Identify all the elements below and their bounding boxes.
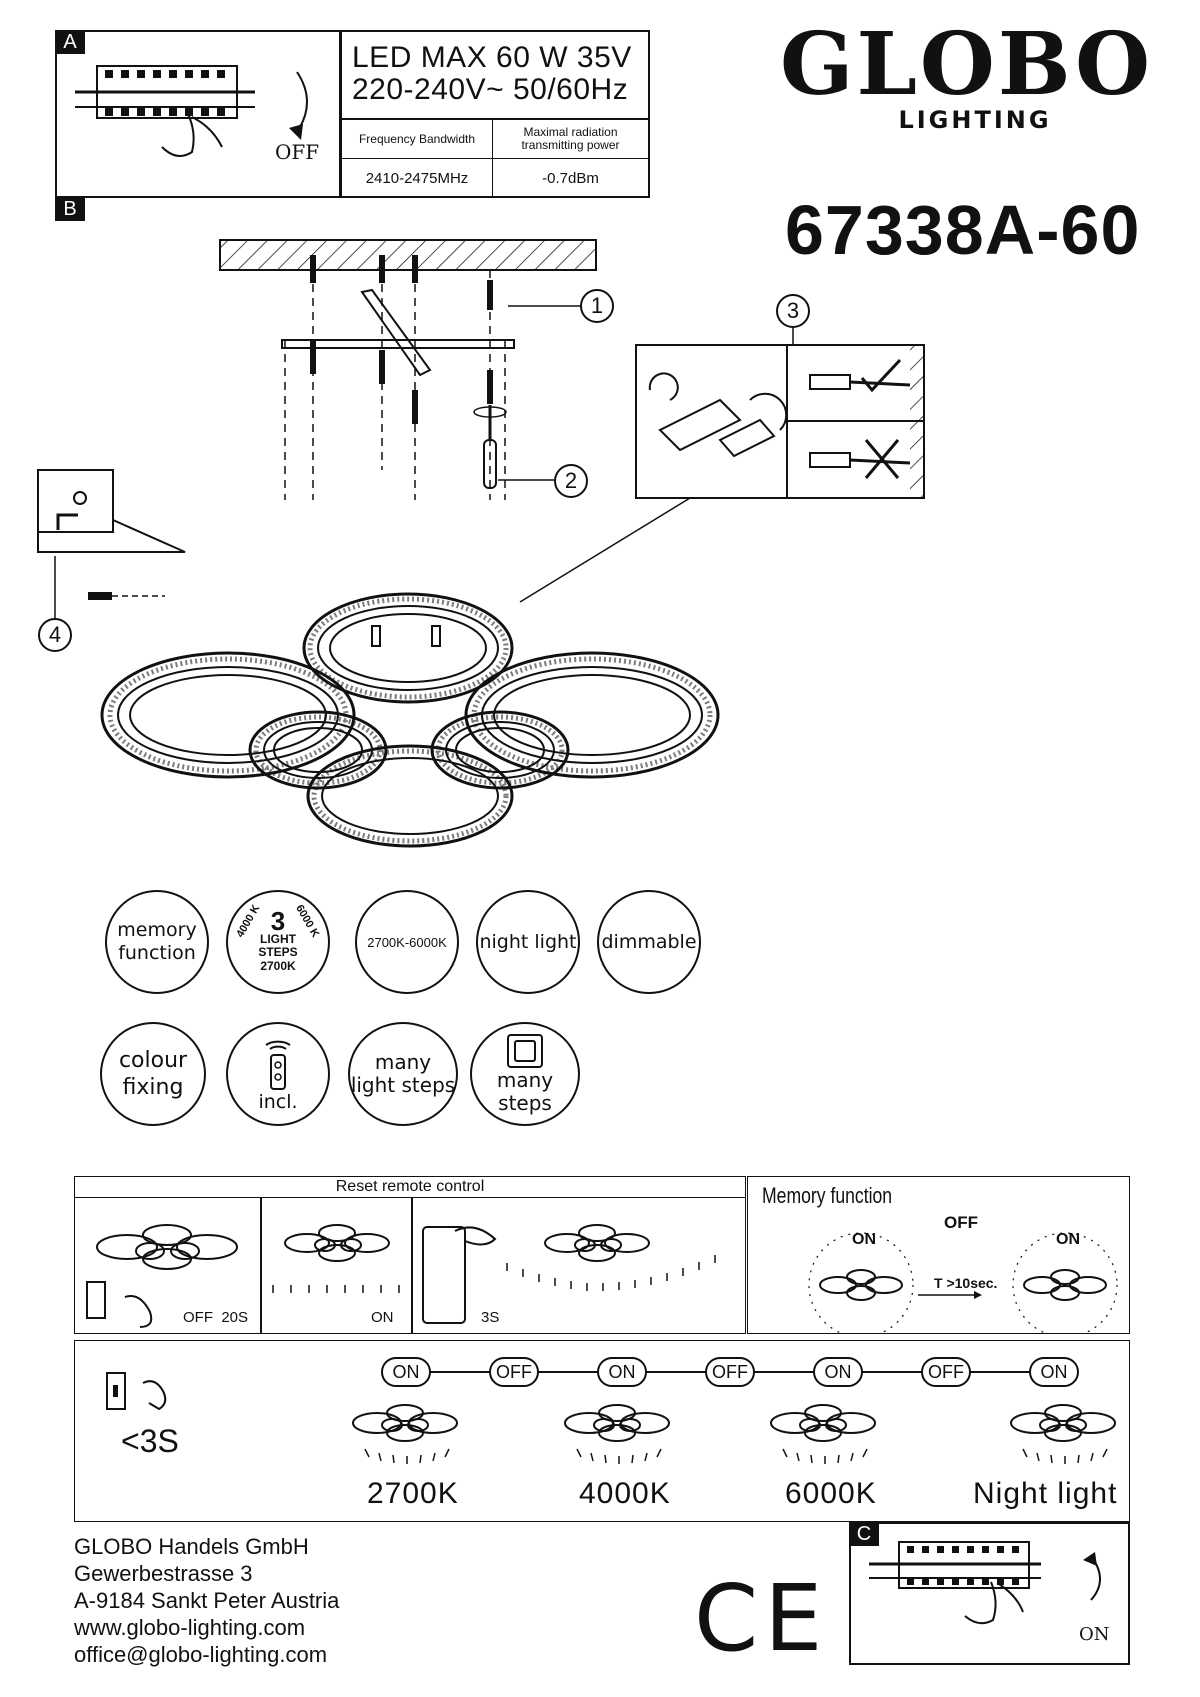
seq-state-6: OFF <box>921 1357 971 1387</box>
breaker-off-illustration <box>75 65 308 157</box>
freq-value: 2410-2475MHz <box>342 159 493 197</box>
badge-remote-included: incl. <box>226 1022 330 1126</box>
hold-duration: <3S <box>121 1423 179 1459</box>
badge-dimmable: dimmable <box>597 890 701 994</box>
badge-color-range: 2700K-6000K <box>355 890 459 994</box>
company-address: GLOBO Handels GmbH Gewerbestrasse 3 A-91… <box>74 1533 339 1668</box>
wall-switch-icon <box>106 1372 167 1411</box>
badge-many-light-steps: many light steps <box>348 1022 458 1126</box>
memory-title: Memory function <box>762 1183 893 1208</box>
memory-on-2: ON <box>1056 1231 1080 1248</box>
mounting-diagram <box>37 239 925 848</box>
panel-a-tag: A <box>55 30 85 54</box>
remote-icon <box>265 1040 291 1090</box>
freq-header: Frequency Bandwidth <box>342 120 493 158</box>
spec-line-2: 220-240V~ 50/60Hz <box>352 73 629 106</box>
sequence-lamps <box>352 1404 1116 1464</box>
switch-sequence-panel: <3S ON OFF ON OFF ON OFF ON 2700K 4000K … <box>74 1340 1130 1522</box>
address-website[interactable]: www.globo-lighting.com <box>74 1615 306 1640</box>
address-line-3: A-9184 Sankt Peter Austria <box>74 1588 340 1613</box>
temp-6000k: 6000K <box>785 1477 877 1510</box>
callout-3: 3 <box>776 294 810 328</box>
seq-state-2: OFF <box>489 1357 539 1387</box>
power-header: Maximal radiation transmitting power <box>521 125 620 152</box>
callout-4: 4 <box>38 618 72 652</box>
reset-illustrations <box>86 1224 716 1328</box>
memory-timer: T >10sec. <box>934 1275 998 1291</box>
panel-c-on-label: ON <box>1079 1624 1110 1645</box>
badge-many-steps: many steps <box>470 1022 580 1126</box>
memory-on-1: ON <box>852 1231 876 1248</box>
address-email[interactable]: office@globo-lighting.com <box>74 1642 328 1667</box>
spec-table: LED MAX 60 W 35V 220-240V~ 50/60Hz Frequ… <box>340 30 650 198</box>
memory-off: OFF <box>944 1213 978 1232</box>
remote-label: incl. <box>258 1090 298 1113</box>
seq-state-5: ON <box>813 1357 863 1387</box>
model-number: 67338A-60 <box>785 191 1141 269</box>
reset-step-3: 3S <box>481 1309 500 1326</box>
memory-panel: Memory function ON OFF ON T >10sec. <box>747 1176 1130 1334</box>
brand-name: GLOBO <box>780 14 1154 115</box>
switch-icon <box>507 1034 543 1068</box>
brand-sub: LIGHTING <box>898 106 1052 134</box>
reset-panel: Reset remote control OFF 20S ON 3S <box>74 1176 746 1334</box>
memory-illustration <box>808 1232 1118 1333</box>
breaker-on-illustration <box>869 1541 1101 1625</box>
temp-night-light: Night light <box>973 1477 1118 1510</box>
callout-2: 2 <box>554 464 588 498</box>
spec-line-1: LED MAX 60 W 35V <box>352 41 632 74</box>
reset-step-2: ON <box>371 1309 394 1326</box>
many-steps-label: many steps <box>496 1068 554 1115</box>
steps-number: 3 <box>270 906 286 936</box>
power-value: -0.7dBm <box>542 169 599 187</box>
address-line-2: Gewerbestrasse 3 <box>74 1561 253 1586</box>
callout-1: 1 <box>580 289 614 323</box>
seq-state-1: ON <box>381 1357 431 1387</box>
brand-logo: GLOBO LIGHTING <box>780 14 1154 134</box>
panel-c: ON <box>849 1522 1130 1665</box>
seq-state-7: ON <box>1029 1357 1079 1387</box>
temp-4000k: 4000K <box>579 1477 671 1510</box>
badge-memory-function: memory function <box>105 890 209 994</box>
reset-step-1: OFF 20S <box>183 1309 249 1326</box>
panel-c-tag: C <box>849 1522 879 1546</box>
seq-state-4: OFF <box>705 1357 755 1387</box>
badge-colour-fixing: colour fixing <box>100 1022 206 1126</box>
temp-2700k: 2700K <box>367 1477 459 1510</box>
reset-title: Reset remote control <box>75 1177 745 1198</box>
badge-light-steps: 4000 K 3 6000 K LIGHT STEPS 2700K <box>226 890 330 994</box>
seq-state-3: ON <box>597 1357 647 1387</box>
badge-night-light: night light <box>476 890 580 994</box>
panel-a-off-label: OFF <box>275 140 320 164</box>
ce-mark: CE <box>694 1565 829 1672</box>
address-line-1: GLOBO Handels GmbH <box>74 1534 309 1559</box>
steps-k3: 2700K <box>260 959 296 973</box>
panel-a: OFF <box>55 30 341 198</box>
panel-b-tag: B <box>55 197 85 221</box>
steps-label: LIGHT STEPS <box>258 932 298 959</box>
